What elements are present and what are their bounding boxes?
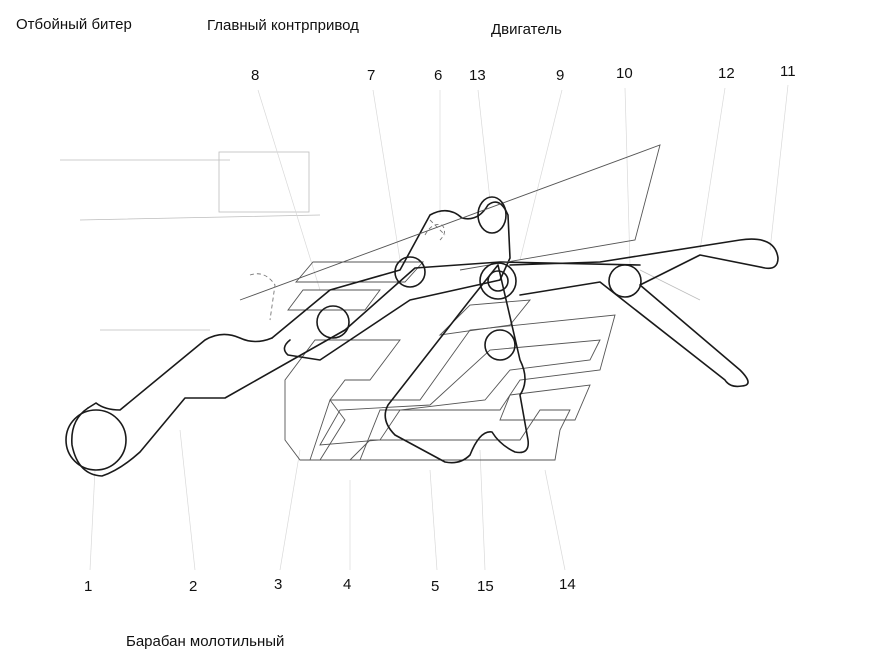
- callout-14: 14: [559, 576, 576, 593]
- engine-label: Двигатель: [491, 21, 562, 38]
- pulley-10: [608, 264, 642, 298]
- belt-drum-main: [71, 261, 641, 477]
- callout-6: 6: [434, 67, 443, 84]
- callout-7: 7: [367, 67, 376, 84]
- callout-10: 10: [616, 65, 633, 82]
- pulleys: [65, 196, 642, 471]
- leader-lines: [89, 84, 789, 571]
- drive-belts: [71, 144, 779, 477]
- pulley-5: [484, 329, 516, 361]
- callout-3: 3: [274, 576, 283, 593]
- pulley-13: [477, 196, 507, 234]
- belt-lower-loop: [384, 264, 530, 464]
- pulley-7: [394, 256, 426, 288]
- drum-label: Барабан молотильный: [126, 633, 285, 650]
- callout-2: 2: [189, 578, 198, 595]
- housing-outlines: [284, 261, 616, 461]
- drum-pulley: [65, 409, 127, 471]
- engine-pulley: [479, 262, 517, 300]
- belt-tensioner-arm: [509, 238, 779, 388]
- belt-countershaft: [271, 201, 511, 361]
- callout-15: 15: [477, 578, 494, 595]
- callout-1: 1: [84, 578, 93, 595]
- callout-12: 12: [718, 65, 735, 82]
- callout-11: 11: [780, 63, 796, 80]
- callout-4: 4: [343, 576, 352, 593]
- beater-label: Отбойный битер: [16, 16, 132, 33]
- background-frame: [60, 151, 701, 331]
- callout-13: 13: [469, 67, 486, 84]
- main-countershaft-label: Главный контрпривод: [207, 17, 359, 34]
- engine-pulley-inner: [487, 270, 509, 292]
- callout-9: 9: [556, 67, 565, 84]
- belt-drum-return: [87, 333, 273, 411]
- pulley-3: [316, 305, 350, 339]
- callout-8: 8: [251, 67, 260, 84]
- tensioner-dashed: [424, 224, 445, 241]
- callout-5: 5: [431, 578, 440, 595]
